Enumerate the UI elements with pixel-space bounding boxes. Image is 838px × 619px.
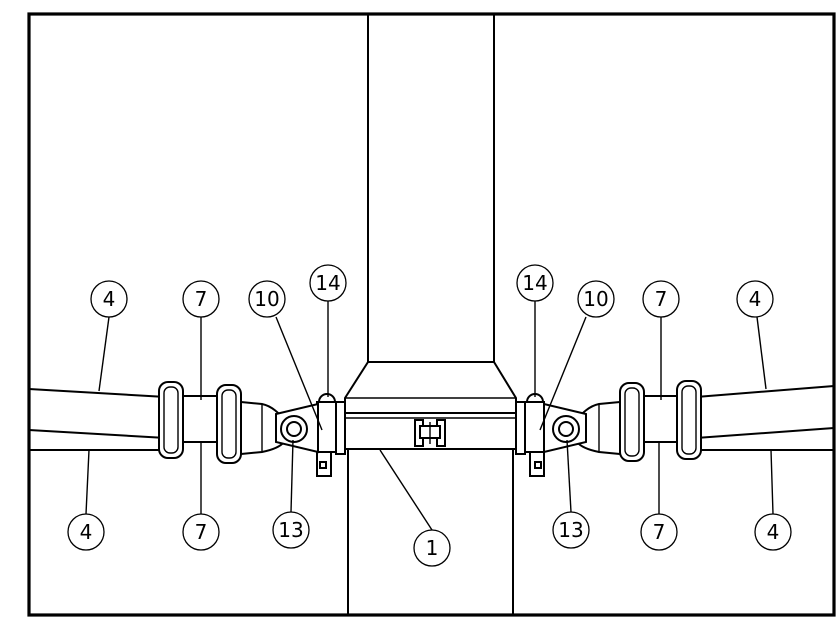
right-rod-end	[543, 400, 621, 456]
callout-right-13: 13	[552, 511, 590, 549]
right-arm-tube	[695, 385, 835, 439]
left-clamp-outer	[158, 381, 184, 459]
left-rod-end	[240, 400, 319, 456]
svg-text:14: 14	[522, 271, 547, 295]
svg-text:10: 10	[583, 287, 608, 311]
right-bracket	[515, 393, 545, 477]
svg-text:4: 4	[749, 287, 762, 311]
left-arm-tube	[28, 388, 167, 439]
transition-piece	[344, 361, 517, 402]
svg-text:4: 4	[80, 520, 93, 544]
svg-text:7: 7	[653, 520, 666, 544]
callout-right-7-bottom: 7	[640, 513, 678, 551]
drawing-frame	[27, 12, 836, 617]
leader-lines	[85, 301, 774, 531]
right-clamp-outer	[676, 380, 702, 460]
left-clamp-inner	[216, 384, 242, 464]
svg-text:14: 14	[315, 271, 340, 295]
callout-center-1: 1	[413, 529, 451, 567]
right-clamp-inner	[619, 382, 645, 462]
callout-left-7-bottom: 7	[182, 513, 220, 551]
svg-text:4: 4	[103, 287, 116, 311]
svg-text:4: 4	[767, 520, 780, 544]
callout-right-4-top: 4	[736, 280, 774, 318]
upper-post	[367, 14, 495, 363]
beam-splice-connector	[414, 419, 446, 447]
svg-text:13: 13	[278, 518, 303, 542]
callout-left-10: 10	[248, 280, 286, 318]
callout-left-7-top: 7	[182, 280, 220, 318]
svg-text:13: 13	[558, 518, 583, 542]
callout-left-4-top: 4	[90, 280, 128, 318]
right-arm-middle-tube	[640, 395, 678, 443]
svg-text:7: 7	[195, 520, 208, 544]
callout-left-14: 14	[309, 264, 347, 302]
svg-text:7: 7	[195, 287, 208, 311]
svg-text:10: 10	[254, 287, 279, 311]
callout-left-4-bottom: 4	[67, 513, 105, 551]
left-bracket	[316, 393, 346, 477]
callout-right-7-top: 7	[642, 280, 680, 318]
callout-right-10: 10	[577, 280, 615, 318]
svg-text:7: 7	[655, 287, 668, 311]
lower-post	[347, 450, 514, 615]
callout-right-14: 14	[516, 264, 554, 302]
left-arm-middle-tube	[182, 395, 220, 443]
callout-right-4-bottom: 4	[754, 513, 792, 551]
svg-text:1: 1	[426, 536, 439, 560]
callout-left-13: 13	[272, 511, 310, 549]
